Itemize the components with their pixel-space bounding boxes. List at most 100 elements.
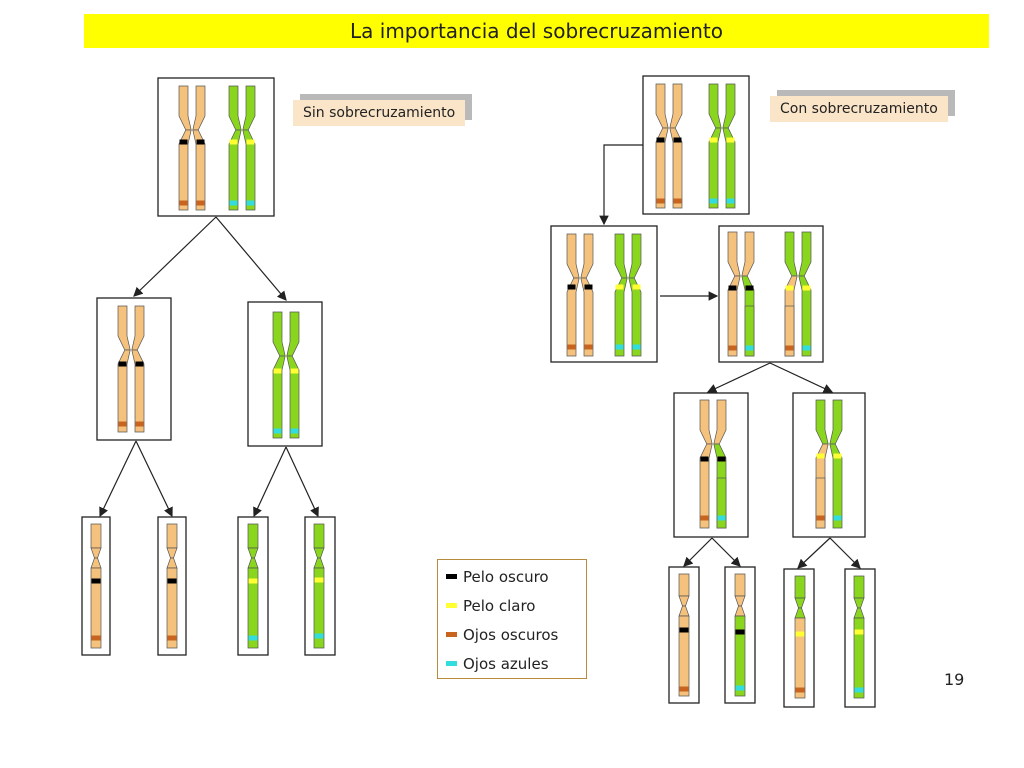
duplicated-chromosome <box>228 85 256 211</box>
legend: Pelo oscuro Pelo claro Ojos oscuros Ojos… <box>437 559 587 679</box>
legend-label: Pelo oscuro <box>463 567 549 586</box>
arrow <box>599 144 643 226</box>
chromosome-segment <box>853 575 865 599</box>
gene-marker <box>679 627 689 633</box>
arrow <box>683 537 713 567</box>
arrow <box>829 537 861 569</box>
chromatid-lower <box>272 355 286 439</box>
gene-marker <box>717 515 726 521</box>
gene-marker <box>785 285 794 291</box>
chromatid-lower <box>131 349 145 433</box>
gene-marker <box>802 285 811 291</box>
chromosome <box>313 523 325 649</box>
duplicated-chromosome <box>178 85 206 211</box>
gene-marker <box>854 687 864 693</box>
gene-marker <box>656 137 665 143</box>
gene-marker <box>745 285 754 291</box>
chromatid-lower <box>727 275 741 357</box>
gene-marker <box>717 456 726 462</box>
gene-marker <box>795 687 805 693</box>
chromosome <box>90 523 102 649</box>
chromosome-segment <box>90 567 102 649</box>
chromatid-lower <box>286 355 300 439</box>
gene-marker <box>615 284 624 290</box>
gene-marker <box>248 635 258 641</box>
gene-marker <box>179 139 188 145</box>
diagram-box <box>792 392 866 538</box>
label-with-crossover: Con sobrecruzamiento <box>770 96 948 122</box>
gene-marker <box>248 578 258 584</box>
gene-marker <box>246 200 255 206</box>
gene-marker <box>709 137 718 143</box>
gene-marker <box>854 629 864 635</box>
chromosome <box>734 573 746 697</box>
chromatid-lower <box>178 129 192 211</box>
diagram-box <box>673 392 749 538</box>
duplicated-chromosome <box>566 233 594 357</box>
chromosome-segment <box>794 617 806 699</box>
gene-marker <box>567 344 576 350</box>
chromosome-segment <box>247 523 259 549</box>
arrow <box>769 362 834 393</box>
chromosome <box>678 573 690 697</box>
arrow <box>711 537 741 567</box>
chromosome <box>794 575 806 699</box>
gene-marker <box>615 344 624 350</box>
page-number: 19 <box>944 670 965 689</box>
chromosome-segment <box>313 567 325 649</box>
chromatid-lower <box>708 127 722 209</box>
chromosome-segment <box>678 615 690 697</box>
label-without-crossover: Sin sobrecruzamiento <box>293 100 466 126</box>
gene-marker <box>229 200 238 206</box>
blue-eyes-swatch-icon <box>446 661 457 666</box>
chromatid-lower <box>228 129 242 211</box>
diagram-box <box>96 297 172 441</box>
legend-label: Ojos oscuros <box>463 625 559 644</box>
gene-marker <box>745 345 754 351</box>
recombined-segment <box>744 305 755 357</box>
gene-marker <box>290 428 299 434</box>
arrow <box>253 446 287 518</box>
gene-marker <box>632 344 641 350</box>
gene-marker <box>179 200 188 206</box>
arrow <box>135 440 173 518</box>
chromosome-segment <box>734 573 746 597</box>
chromatid-lower <box>655 127 669 209</box>
gene-marker <box>118 421 127 427</box>
chromatid-lower <box>117 349 131 433</box>
legend-item-blue-eyes: Ojos azules <box>438 649 586 678</box>
chromosome-segment <box>247 567 259 649</box>
gene-marker <box>167 578 177 584</box>
chromatid-lower <box>798 275 812 357</box>
chromosome <box>166 523 178 649</box>
gene-marker <box>673 137 682 143</box>
duplicated-chromosome <box>655 83 683 209</box>
chromatid-lower <box>614 277 628 357</box>
gene-marker <box>673 198 682 204</box>
arrow <box>215 216 287 301</box>
chromosome-segment <box>90 523 102 549</box>
legend-label: Ojos azules <box>463 654 549 673</box>
dark-hair-swatch-icon <box>446 574 457 579</box>
gene-marker <box>91 578 101 584</box>
chromatid-lower <box>566 277 580 357</box>
legend-label: Pelo claro <box>463 596 536 615</box>
chromatid-lower <box>669 127 683 209</box>
chromatid-lower <box>699 443 713 529</box>
gene-marker <box>785 345 794 351</box>
gene-marker <box>91 635 101 641</box>
arrow <box>285 446 319 518</box>
gene-marker <box>802 345 811 351</box>
gene-marker <box>584 284 593 290</box>
diagram-box <box>247 301 323 447</box>
arrow <box>797 537 831 569</box>
duplicated-chromosome <box>727 231 755 357</box>
chromosome <box>247 523 259 649</box>
slide-title: La importancia del sobrecruzamiento <box>84 14 989 48</box>
gene-marker <box>273 428 282 434</box>
duplicated-chromosome <box>272 311 300 439</box>
gene-marker <box>833 453 842 459</box>
gene-marker <box>795 631 805 637</box>
gene-marker <box>196 139 205 145</box>
gene-marker <box>167 635 177 641</box>
